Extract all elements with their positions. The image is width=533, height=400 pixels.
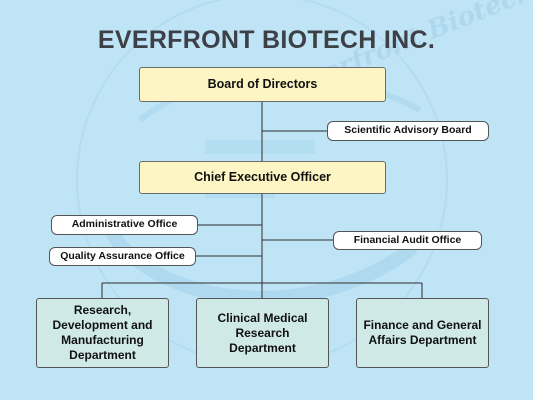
quality-assurance-office-label: Quality Assurance Office	[60, 249, 185, 262]
department-clinical-research-label: Clinical Medical Research Department	[217, 310, 308, 355]
quality-assurance-office-box: Quality Assurance Office	[49, 247, 196, 266]
department-clinical-research-box: Clinical Medical Research Department	[196, 298, 329, 368]
administrative-office-label: Administrative Office	[71, 218, 178, 231]
department-rd-manufacturing-box: Research, Development and Manufacturing …	[36, 298, 169, 368]
board-of-directors-label: Board of Directors	[207, 76, 318, 91]
administrative-office-box: Administrative Office	[51, 215, 198, 235]
financial-audit-office-label: Financial Audit Office	[353, 233, 462, 246]
chief-executive-officer-label: Chief Executive Officer	[194, 169, 331, 184]
scientific-advisory-board-label: Scientific Advisory Board	[344, 124, 472, 137]
financial-audit-office-box: Financial Audit Office	[333, 231, 482, 250]
department-finance-general-affairs-box: Finance and General Affairs Department	[356, 298, 489, 368]
company-title: EVERFRONT BIOTECH INC.	[97, 26, 436, 54]
department-finance-general-affairs-label: Finance and General Affairs Department	[363, 318, 482, 347]
department-rd-manufacturing-label: Research, Development and Manufacturing …	[52, 303, 153, 362]
scientific-advisory-board-box: Scientific Advisory Board	[327, 121, 489, 141]
chief-executive-officer-box: Chief Executive Officer	[139, 161, 386, 194]
board-of-directors-box: Board of Directors	[139, 67, 386, 102]
